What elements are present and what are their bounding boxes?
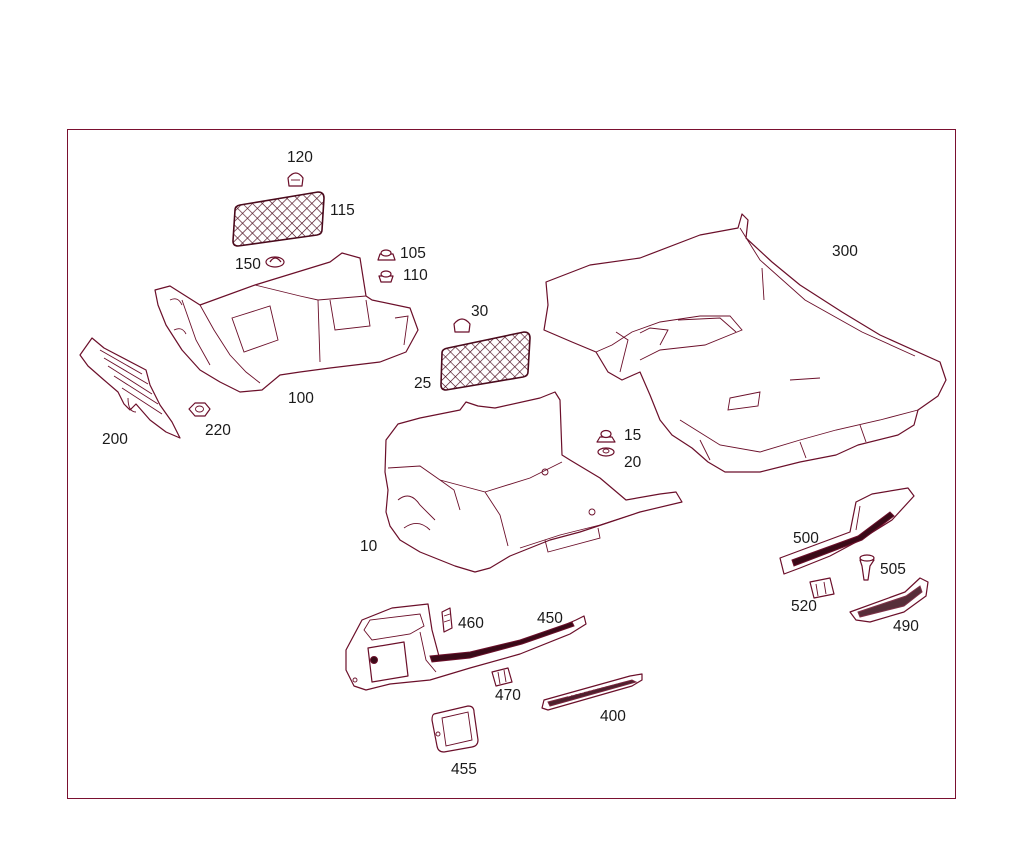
label-120: 120 <box>287 149 313 166</box>
label-300: 300 <box>832 243 858 260</box>
label-470: 470 <box>495 687 521 704</box>
label-460: 460 <box>458 615 484 632</box>
label-150: 150 <box>235 256 261 273</box>
label-105: 105 <box>400 245 426 262</box>
label-200: 200 <box>102 431 128 448</box>
label-20: 20 <box>624 454 642 471</box>
part-300-floor-carpet <box>543 213 947 473</box>
part-520-clip <box>809 577 835 599</box>
label-455: 455 <box>451 761 477 778</box>
label-490: 490 <box>893 618 919 635</box>
label-25: 25 <box>414 375 431 392</box>
part-200-side-trim <box>79 337 181 439</box>
part-460-clip <box>441 607 453 633</box>
label-500: 500 <box>793 530 819 547</box>
part-505-clip <box>859 554 875 581</box>
label-520: 520 <box>791 598 817 615</box>
label-400: 400 <box>600 708 626 725</box>
part-10-rear-carpet <box>384 391 683 573</box>
label-30: 30 <box>471 303 489 320</box>
part-455-cover <box>431 705 479 753</box>
part-150-clip <box>265 256 285 268</box>
label-505: 505 <box>880 561 906 578</box>
label-115: 115 <box>330 202 355 219</box>
part-110-clip <box>378 270 394 283</box>
part-450-sill-trim <box>345 603 587 691</box>
part-500-sill-trim <box>779 487 915 575</box>
label-450: 450 <box>537 610 563 627</box>
part-115-mesh-panel <box>232 191 325 247</box>
label-100: 100 <box>288 390 314 407</box>
part-105-nut <box>377 249 396 261</box>
part-30-clip <box>453 318 471 333</box>
part-20-clip <box>597 447 615 457</box>
label-15: 15 <box>624 427 641 444</box>
label-220: 220 <box>205 422 231 439</box>
part-220-nut <box>188 402 211 417</box>
label-110: 110 <box>403 267 428 284</box>
part-490-scuff-plate <box>849 577 929 623</box>
part-470-clip <box>491 667 513 687</box>
part-25-mesh-panel <box>440 331 531 391</box>
part-15-clip <box>596 429 616 443</box>
part-100-footwell-carpet <box>154 252 419 393</box>
part-400-sill-plate <box>541 673 643 711</box>
part-120-clip <box>287 172 304 187</box>
label-10: 10 <box>360 538 378 555</box>
diagram-frame <box>67 129 956 799</box>
